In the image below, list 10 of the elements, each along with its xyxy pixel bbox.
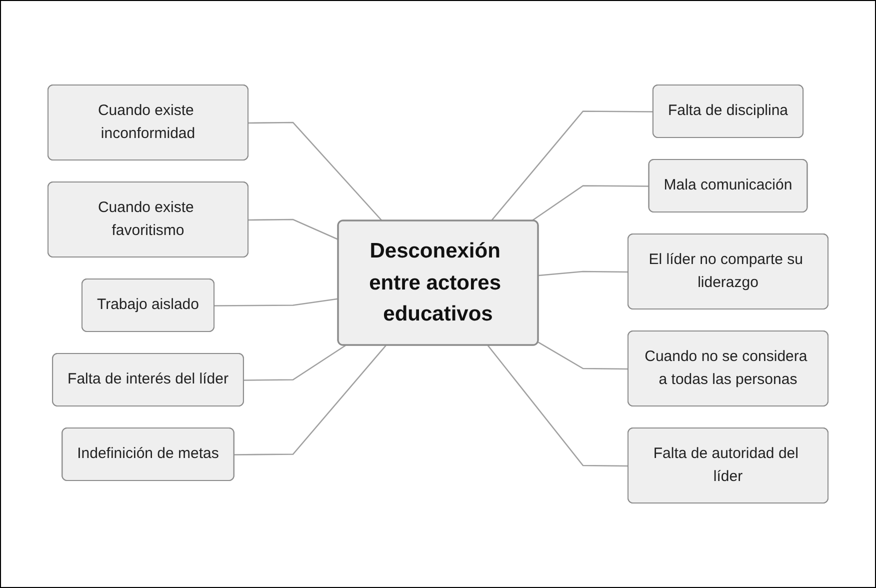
connector — [490, 110, 654, 222]
connector — [248, 122, 383, 222]
connector — [538, 270, 628, 276]
connector — [248, 218, 339, 240]
connector — [487, 345, 628, 467]
connector — [531, 185, 650, 222]
connector — [234, 345, 386, 456]
connector — [244, 344, 346, 381]
connector — [538, 342, 628, 370]
connector — [214, 298, 339, 306]
